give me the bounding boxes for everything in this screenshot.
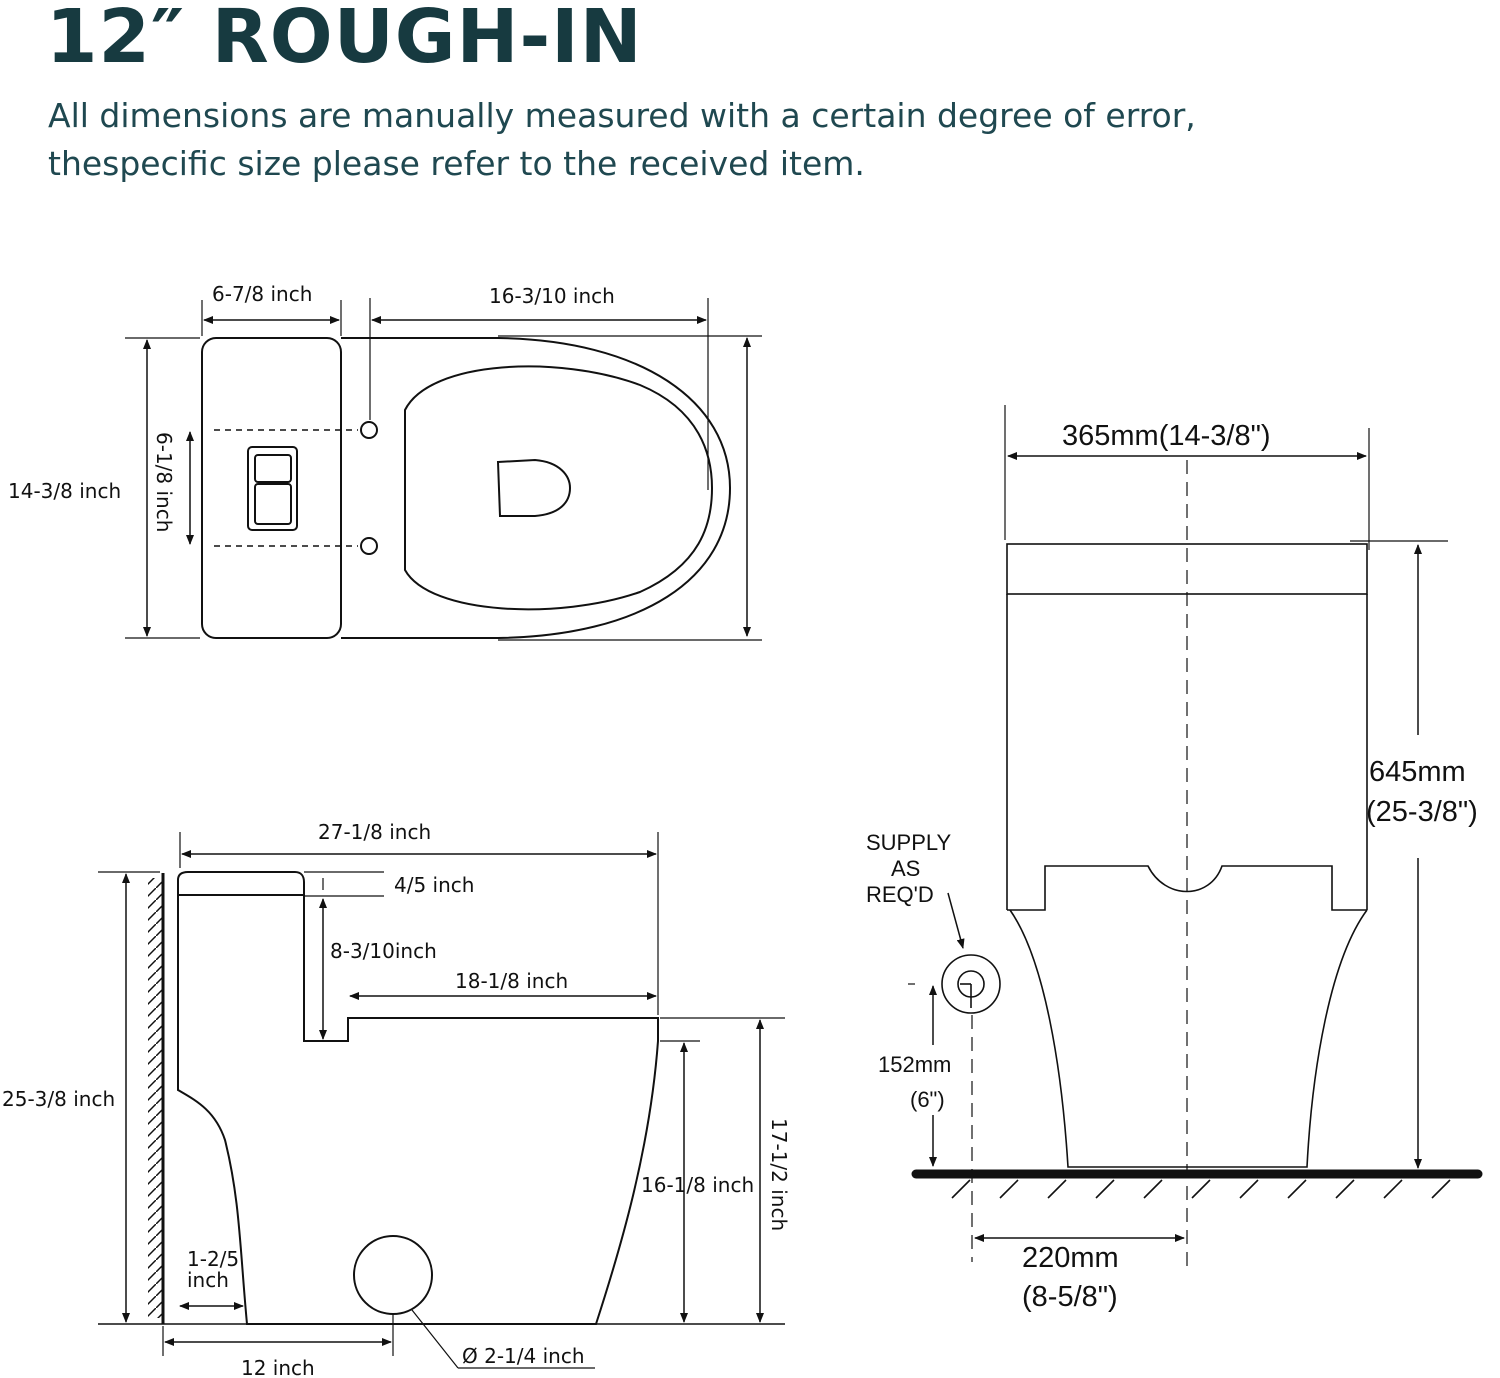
label-front-width: 365mm(14-3/8") [1062, 420, 1271, 452]
page-title: 12″ ROUGH-IN [46, 0, 643, 80]
label-rough-in: 12 inch [241, 1356, 315, 1378]
top-view [125, 298, 762, 641]
label-wall-gap-2: inch [187, 1268, 229, 1292]
front-view [908, 405, 1448, 1270]
label-overall-width: 14-3/8 inch [8, 479, 121, 503]
label-wall-gap-1: 1-2/5 [187, 1247, 239, 1271]
label-supply-3: REQ'D [866, 882, 934, 907]
tank-outline [201, 337, 342, 639]
label-supply-1: SUPPLY [866, 830, 952, 855]
side-view [98, 832, 785, 1369]
label-rim-height: 16-1/8 inch [641, 1173, 754, 1197]
label-supply-offset-in: (8-5/8") [1022, 1281, 1118, 1313]
label-bowl-length: 16-3/10 inch [489, 284, 615, 308]
label-outlet-diameter: Ø 2-1/4 inch [462, 1344, 585, 1368]
label-supply-height-mm: 152mm [878, 1052, 951, 1077]
label-lid-thickness: 4/5 inch [394, 873, 474, 897]
label-supply-offset-mm: 220mm [1022, 1242, 1119, 1274]
disclaimer-line-2: thespecific size please refer to the rec… [48, 144, 865, 183]
label-overall-length: 27-1/8 inch [318, 820, 431, 844]
label-seat-height: 17-1/2 inch [767, 1118, 791, 1231]
disclaimer-text: All dimensions are manually measured wit… [48, 92, 1448, 188]
outlet-circle [353, 1235, 433, 1315]
bowl-profile [1009, 909, 1368, 1168]
label-bolt-spacing: 6-1/8 inch [152, 432, 176, 532]
floor-hatch [951, 1179, 1451, 1199]
label-tank-width: 6-7/8 inch [212, 282, 312, 306]
label-seat-length: 18-1/8 inch [455, 969, 568, 993]
label-tank-height: 8-3/10inch [330, 939, 437, 963]
bowl-outline [341, 337, 732, 639]
label-supply-height-in: (6") [910, 1087, 945, 1112]
label-front-height-mm: 645mm [1369, 756, 1466, 788]
supply-valve [941, 954, 1001, 1014]
toilet-profile [177, 871, 659, 1325]
label-supply-2: AS [891, 856, 920, 881]
disclaimer-line-1: All dimensions are manually measured wit… [48, 96, 1196, 135]
label-front-height-in: (25-3/8") [1366, 796, 1478, 828]
seat-outline [404, 365, 714, 611]
label-overall-height: 25-3/8 inch [2, 1087, 115, 1111]
